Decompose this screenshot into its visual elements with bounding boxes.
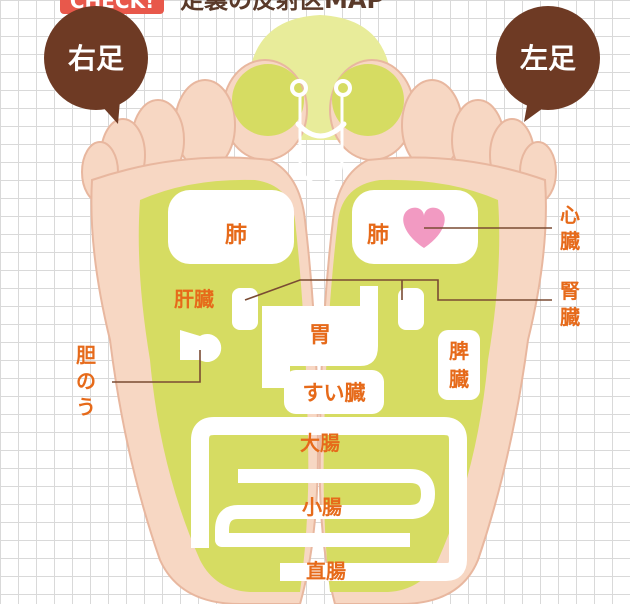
stomach-label: 胃 — [309, 323, 331, 348]
left-foot-bubble: 左足 — [496, 6, 600, 122]
small-intestine-label: 小腸 — [302, 495, 342, 519]
leader-lines — [112, 227, 552, 383]
heart-label-line2: 臓 — [559, 229, 580, 253]
rectum-label: 直腸 — [306, 559, 346, 583]
lung-left-label: 肺 — [367, 223, 389, 248]
kidney-label-line1: 腎 — [560, 279, 580, 303]
gallbladder-zone — [180, 330, 222, 362]
spleen-zone — [438, 330, 480, 400]
gallbladder-label-line2: の — [76, 369, 96, 393]
pancreas-zone — [284, 370, 384, 414]
spleen-label-line1: 脾 — [449, 339, 469, 363]
right-foot-bubble: 右足 — [44, 6, 148, 124]
kidney-right-zone — [232, 288, 258, 330]
gallbladder-label-line1: 胆 — [76, 343, 96, 367]
liver-zone — [160, 276, 228, 318]
lung-right-label: 肺 — [225, 223, 247, 248]
stomach-zone — [262, 286, 378, 388]
small-intestine-zone — [215, 469, 435, 547]
lung-right-zone — [168, 190, 294, 264]
head-face-zone — [232, 64, 404, 184]
kidney-label-line2: 臓 — [559, 305, 580, 329]
gallbladder-label-line3: う — [76, 395, 96, 419]
liver-label: 肝臓 — [174, 287, 214, 311]
spleen-label-line2: 臓 — [448, 367, 469, 391]
kidney-left-zone — [398, 288, 424, 330]
page-title: 足裏の反射区MAP — [180, 0, 384, 14]
left-foot-label: 左足 — [520, 42, 576, 75]
large-intestine-label: 大腸 — [300, 431, 340, 455]
right-foot-label: 右足 — [68, 42, 124, 75]
heart-label-line1: 心 — [560, 203, 580, 227]
pancreas-label: すい臓 — [303, 381, 366, 405]
large-intestine-zone — [191, 417, 467, 581]
